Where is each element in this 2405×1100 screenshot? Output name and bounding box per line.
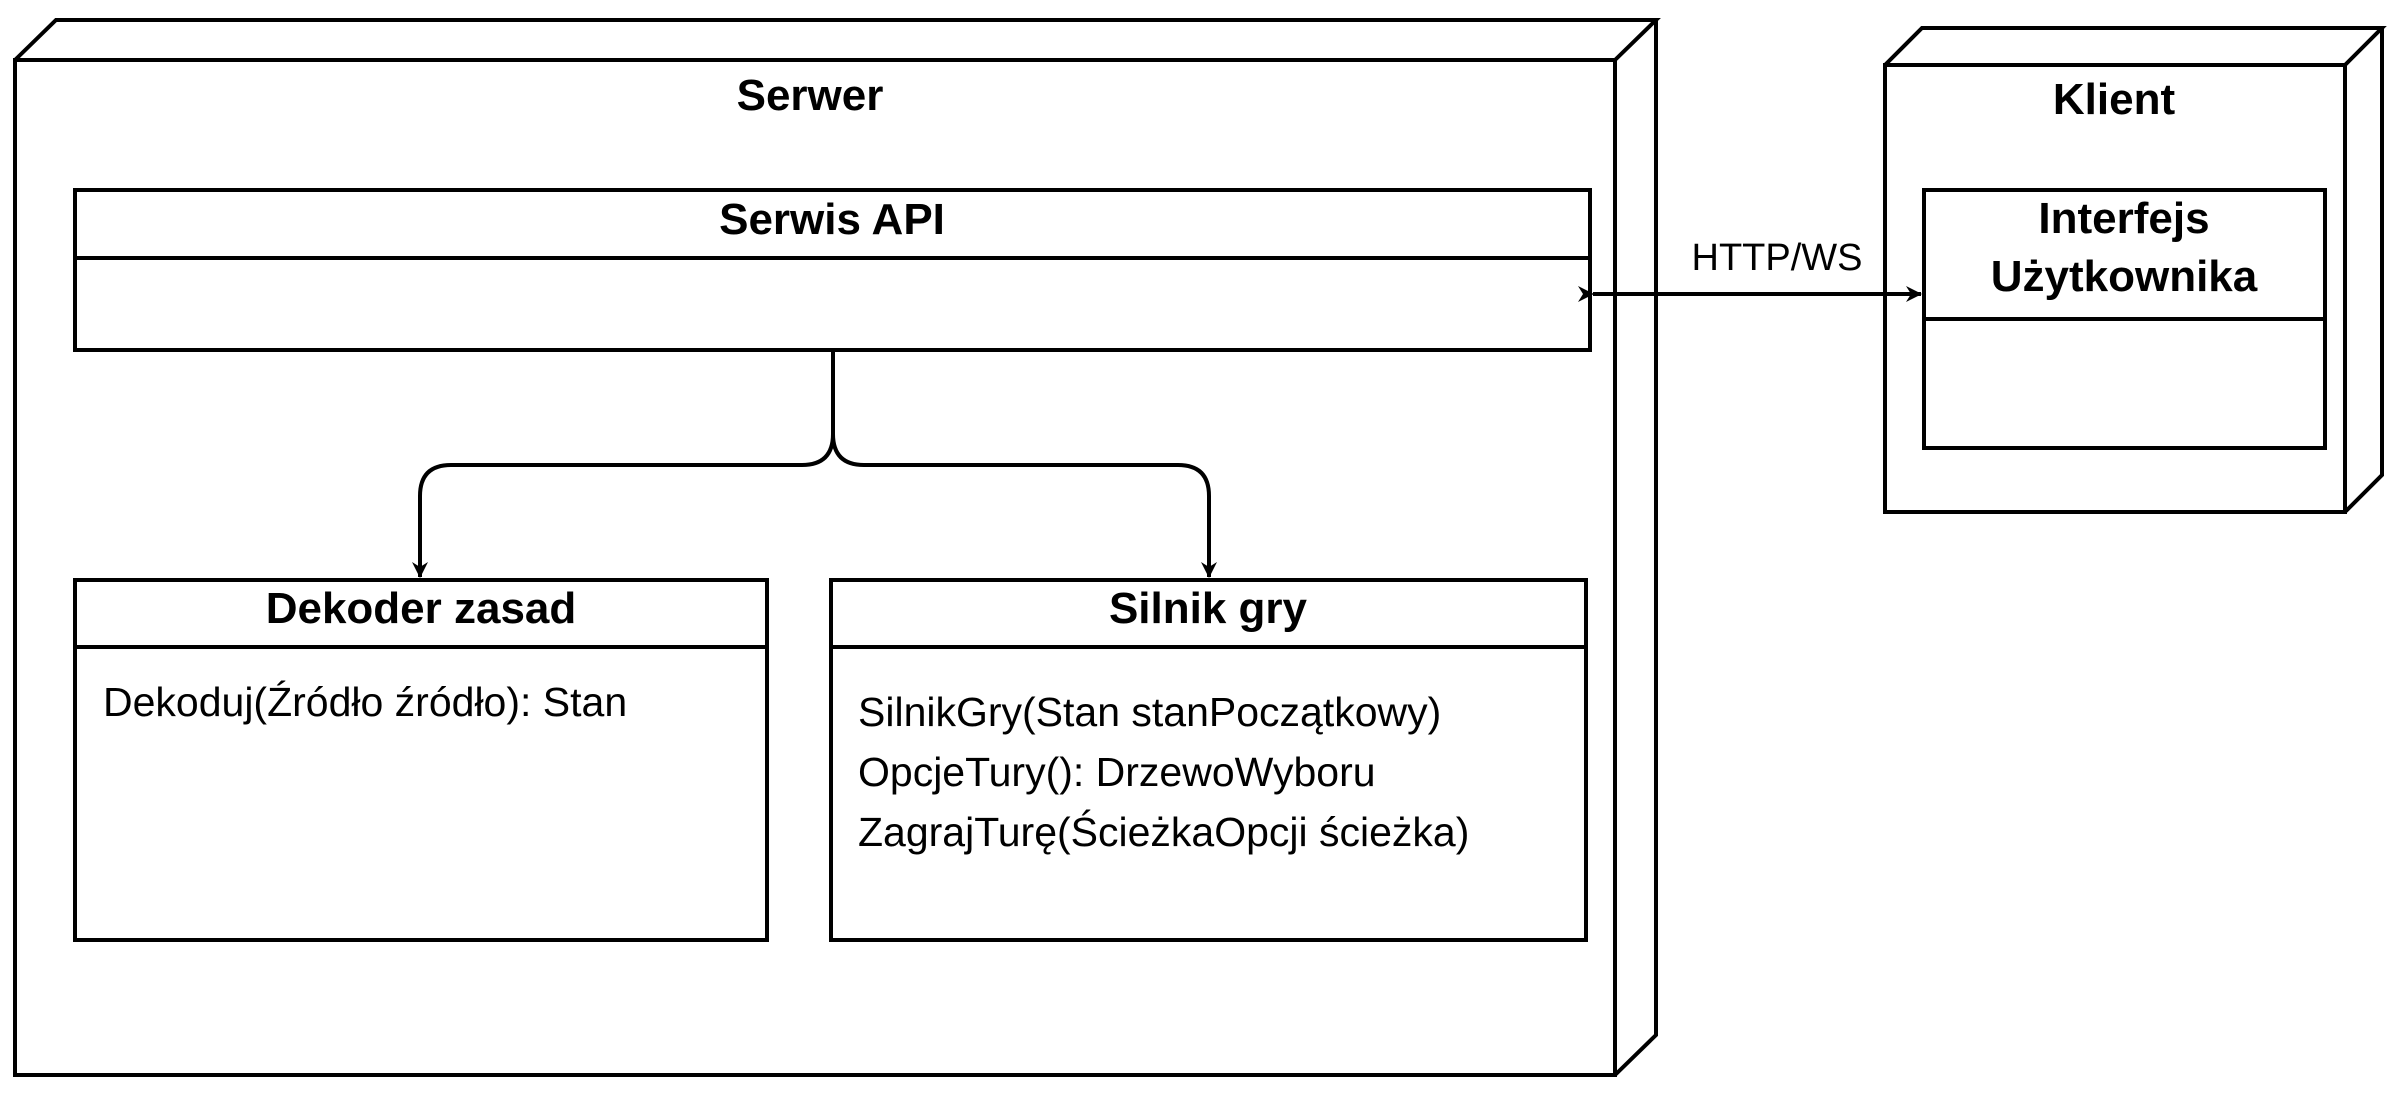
rule-decoder-method: Dekoduj(Źródło źródło): Stan bbox=[103, 679, 627, 725]
api-to-rule-decoder-arrow bbox=[412, 350, 835, 578]
game-engine-frame bbox=[829, 578, 1588, 942]
game-engine-box: Silnik gry SilnikGry(Stan stanPoczątkowy… bbox=[829, 578, 1588, 942]
server-node: Serwer bbox=[13, 18, 1661, 1077]
user-interface-title-line-2: Użytkownika bbox=[1991, 252, 2258, 301]
api-service-title: Serwis API bbox=[719, 195, 945, 244]
client-node-title: Klient bbox=[2053, 75, 2176, 124]
api-service-frame bbox=[73, 188, 1592, 352]
server-node-title: Serwer bbox=[737, 71, 884, 120]
game-engine-method: OpcjeTury(): DrzewoWyboru bbox=[858, 749, 1376, 795]
server-node-box bbox=[13, 18, 1661, 1077]
game-engine-method: ZagrajTurę(ŚcieżkaOpcji ścieżka) bbox=[858, 809, 1469, 855]
client-node-box bbox=[1883, 26, 2387, 514]
api-to-components-connector bbox=[412, 350, 1217, 578]
http-ws-label: HTTP/WS bbox=[1692, 237, 1863, 279]
http-ws-connection: HTTP/WS bbox=[1578, 237, 1922, 302]
rule-decoder-frame bbox=[73, 578, 769, 942]
api-service-box: Serwis API bbox=[73, 188, 1592, 352]
user-interface-box: Interfejs Użytkownika bbox=[1922, 188, 2327, 450]
rule-decoder-title: Dekoder zasad bbox=[266, 584, 577, 633]
game-engine-title: Silnik gry bbox=[1109, 584, 1308, 633]
client-node: Klient bbox=[1883, 26, 2387, 514]
user-interface-title-line-1: Interfejs bbox=[2038, 194, 2209, 243]
rule-decoder-box: Dekoder zasad Dekoduj(Źródło źródło): St… bbox=[73, 578, 769, 942]
game-engine-method: SilnikGry(Stan stanPoczątkowy) bbox=[858, 689, 1441, 735]
api-to-game-engine-arrow bbox=[831, 350, 1217, 578]
